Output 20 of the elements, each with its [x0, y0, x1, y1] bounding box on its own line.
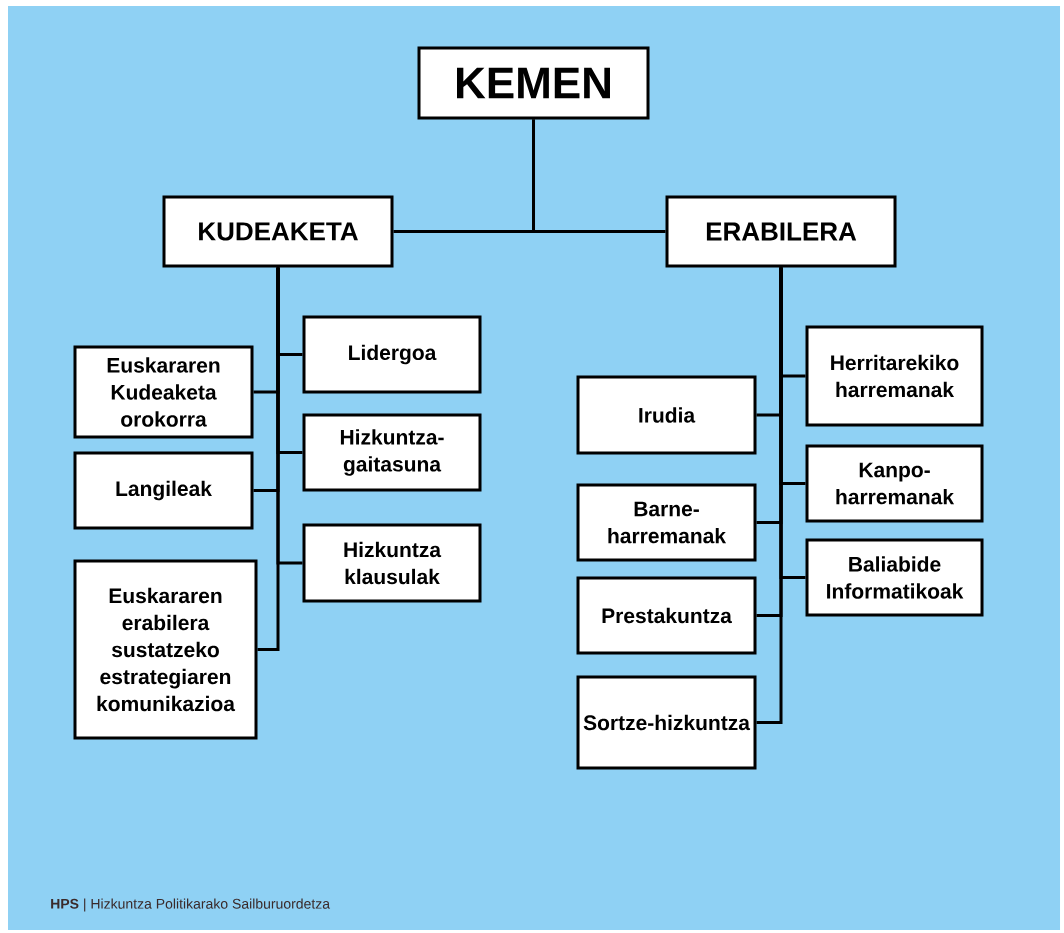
item-box: Euskararen erabilera sustatzeko estrategiaren komunikazioa [73, 559, 258, 740]
category-box: ERABILERA [665, 195, 897, 268]
title-box: KEMEN [417, 46, 650, 120]
item-box: Sortze-hizkuntza [576, 675, 757, 770]
item-box: Baliabide Informatikoak [805, 538, 984, 617]
item-box: Lidergoa [302, 315, 482, 394]
item-box: Hizkuntza klausulak [302, 523, 482, 603]
item-box: Kanpo-harremanak [805, 444, 984, 523]
footer-text: HPS | Hizkuntza Politikarako Sailburuordetza [51, 898, 331, 912]
item-box: Barne-harremanak [576, 483, 757, 562]
category-box: KUDEAKETA [162, 195, 394, 268]
item-box: Euskararen Kudeaketa orokorra [73, 345, 254, 439]
item-box: Langileak [73, 451, 254, 530]
item-box: Hizkuntza-gaitasuna [302, 413, 482, 492]
connector-line [532, 119, 666, 233]
item-box: Prestakuntza [576, 576, 757, 655]
connector-line [756, 267, 783, 724]
item-box: Irudia [576, 375, 757, 455]
item-box: Herritarekiko harremanak [805, 325, 984, 427]
connector-line [257, 267, 280, 651]
